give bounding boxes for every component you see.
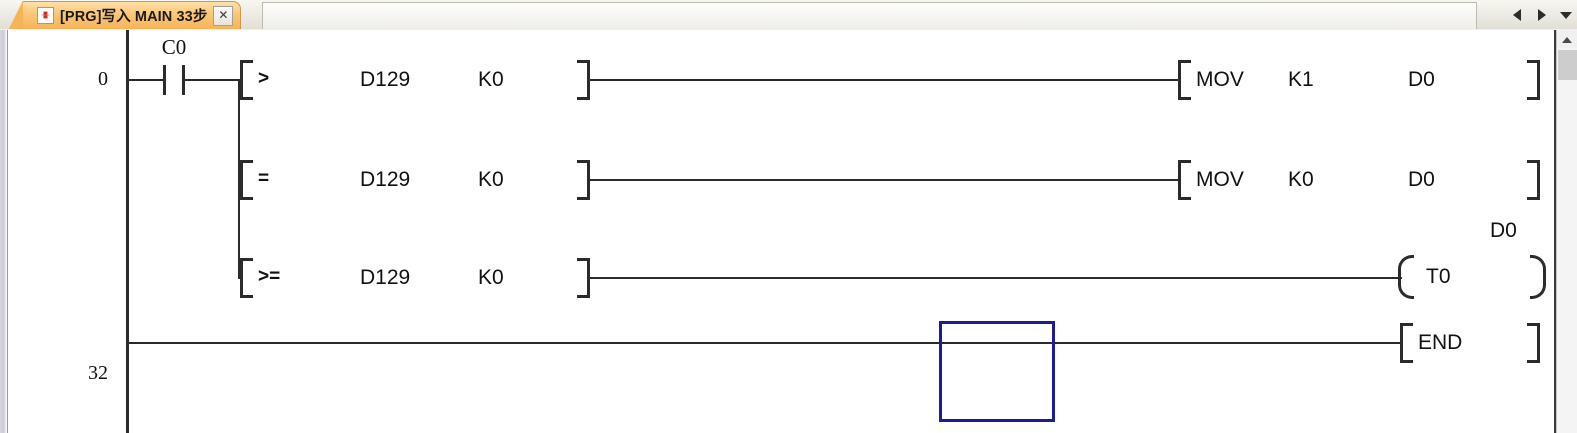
instruction-close-bracket (1527, 60, 1540, 100)
ladder-canvas[interactable]: 0 C0 > D129 K0 MOV K1 D0 (0, 30, 1577, 433)
instruction-close-bracket (1527, 160, 1540, 200)
compare-operator[interactable]: >= (258, 266, 281, 287)
output-operand-1[interactable]: K1 (1288, 68, 1314, 91)
compare-operator[interactable]: > (258, 68, 270, 89)
vertical-scrollbar[interactable] (1556, 30, 1577, 433)
output-instruction-op[interactable]: MOV (1196, 168, 1244, 191)
instruction-open-bracket (1178, 60, 1191, 100)
contact-bar-left (163, 65, 166, 95)
instruction-close-bracket (1527, 323, 1540, 363)
bracket-stem (1178, 60, 1181, 100)
output-operand-2[interactable]: D0 (1408, 68, 1435, 91)
bracket-stem (1400, 323, 1403, 363)
wire (588, 79, 1179, 81)
instruction-open-bracket (1178, 160, 1191, 200)
write-to-plc-icon (37, 7, 54, 24)
compare-operand-1[interactable]: D129 (360, 68, 411, 91)
coil-preset-value[interactable]: D0 (1490, 219, 1517, 242)
branch-bus (238, 79, 240, 279)
wire (588, 179, 1179, 181)
step-number: 32 (88, 362, 108, 384)
contact-label: C0 (161, 35, 187, 59)
end-instruction[interactable]: END (1418, 331, 1463, 354)
bracket-stem (1178, 160, 1181, 200)
wire (128, 342, 1400, 344)
instruction-open-bracket (240, 160, 253, 200)
bracket-stem (240, 258, 243, 298)
bracket-stem (240, 160, 243, 200)
compare-operand-2[interactable]: K0 (478, 168, 504, 191)
close-icon[interactable]: ✕ (213, 5, 234, 26)
left-power-rail (126, 30, 129, 433)
compare-operand-2[interactable]: K0 (478, 266, 504, 289)
compare-operand-1[interactable]: D129 (360, 266, 411, 289)
contact-c0[interactable]: C0 (152, 35, 196, 95)
wire (152, 79, 164, 81)
bracket-stem (240, 60, 243, 100)
wire (184, 79, 196, 81)
output-operand-2[interactable]: D0 (1408, 168, 1435, 191)
compare-operand-1[interactable]: D129 (360, 168, 411, 191)
bracket-stem (1537, 160, 1540, 200)
scroll-up-icon[interactable] (1557, 30, 1577, 48)
scrollbar-thumb[interactable] (1558, 50, 1577, 80)
instruction-open-bracket (1400, 323, 1413, 363)
tab-prev-arrow-icon[interactable] (1512, 8, 1523, 21)
tab-nav-group (1512, 3, 1572, 25)
output-operand-1[interactable]: K0 (1288, 168, 1314, 191)
bracket-stem (1537, 323, 1540, 363)
coil-device[interactable]: T0 (1426, 265, 1451, 288)
tab-next-arrow-icon[interactable] (1536, 8, 1547, 21)
contact-bar-right (182, 65, 185, 95)
wire (196, 79, 240, 81)
instruction-open-bracket (240, 258, 253, 298)
canvas-left-gutter (0, 30, 7, 433)
coil-left-paren (1398, 255, 1414, 299)
step-number: 0 (98, 68, 108, 90)
compare-operator[interactable]: = (258, 168, 270, 189)
compare-operand-2[interactable]: K0 (478, 68, 504, 91)
instruction-open-bracket (240, 60, 253, 100)
cell-cursor[interactable] (939, 321, 1055, 422)
tab-prg-main[interactable]: [PRG]写入 MAIN 33步 ✕ (8, 1, 242, 29)
timer-coil-t0[interactable]: D0 T0 (1398, 219, 1546, 299)
output-instruction-op[interactable]: MOV (1196, 68, 1244, 91)
wire (588, 277, 1402, 279)
tab-bar-empty-area (262, 2, 1477, 29)
right-power-rail (1554, 30, 1556, 433)
canvas-left-border (7, 30, 8, 433)
coil-right-paren (1530, 255, 1546, 299)
wire (128, 79, 153, 81)
bracket-stem (1537, 60, 1540, 100)
tab-label: [PRG]写入 MAIN 33步 (60, 9, 208, 25)
tab-bar: [PRG]写入 MAIN 33步 ✕ (0, 0, 1577, 31)
tab-list-dropdown-icon[interactable] (1560, 8, 1572, 21)
